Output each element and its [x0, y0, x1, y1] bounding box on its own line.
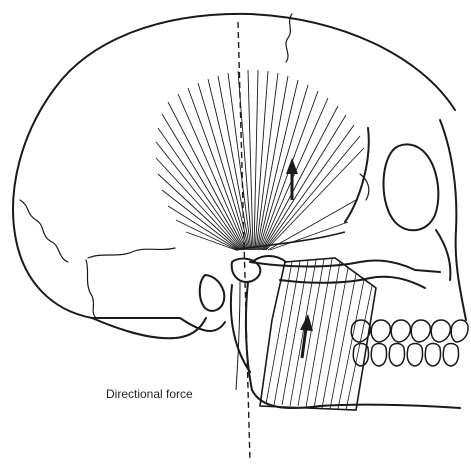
temporalis-force-arrow-icon: [286, 158, 298, 200]
orbit-outline: [383, 144, 438, 230]
zygomatic-arch-lower: [280, 277, 425, 288]
lambdoid-suture: [20, 200, 68, 262]
masseter-force-arrow-icon: [300, 314, 313, 358]
directional-force-label: Directional force: [106, 387, 193, 401]
mastoid-process: [200, 275, 225, 311]
coronal-suture: [286, 14, 292, 62]
lower-teeth: [353, 344, 458, 367]
skull-base-outline: [92, 318, 206, 338]
articular-eminence: [252, 256, 286, 262]
squamosal-suture: [88, 248, 175, 258]
occipital-suture: [86, 260, 96, 318]
temporal-crest: [345, 128, 369, 222]
condyle: [232, 259, 261, 282]
face-outline: [440, 120, 466, 320]
temporalis-muscle: [156, 70, 364, 250]
label-leader-line: [236, 282, 240, 390]
cranium-outline: [13, 14, 455, 331]
